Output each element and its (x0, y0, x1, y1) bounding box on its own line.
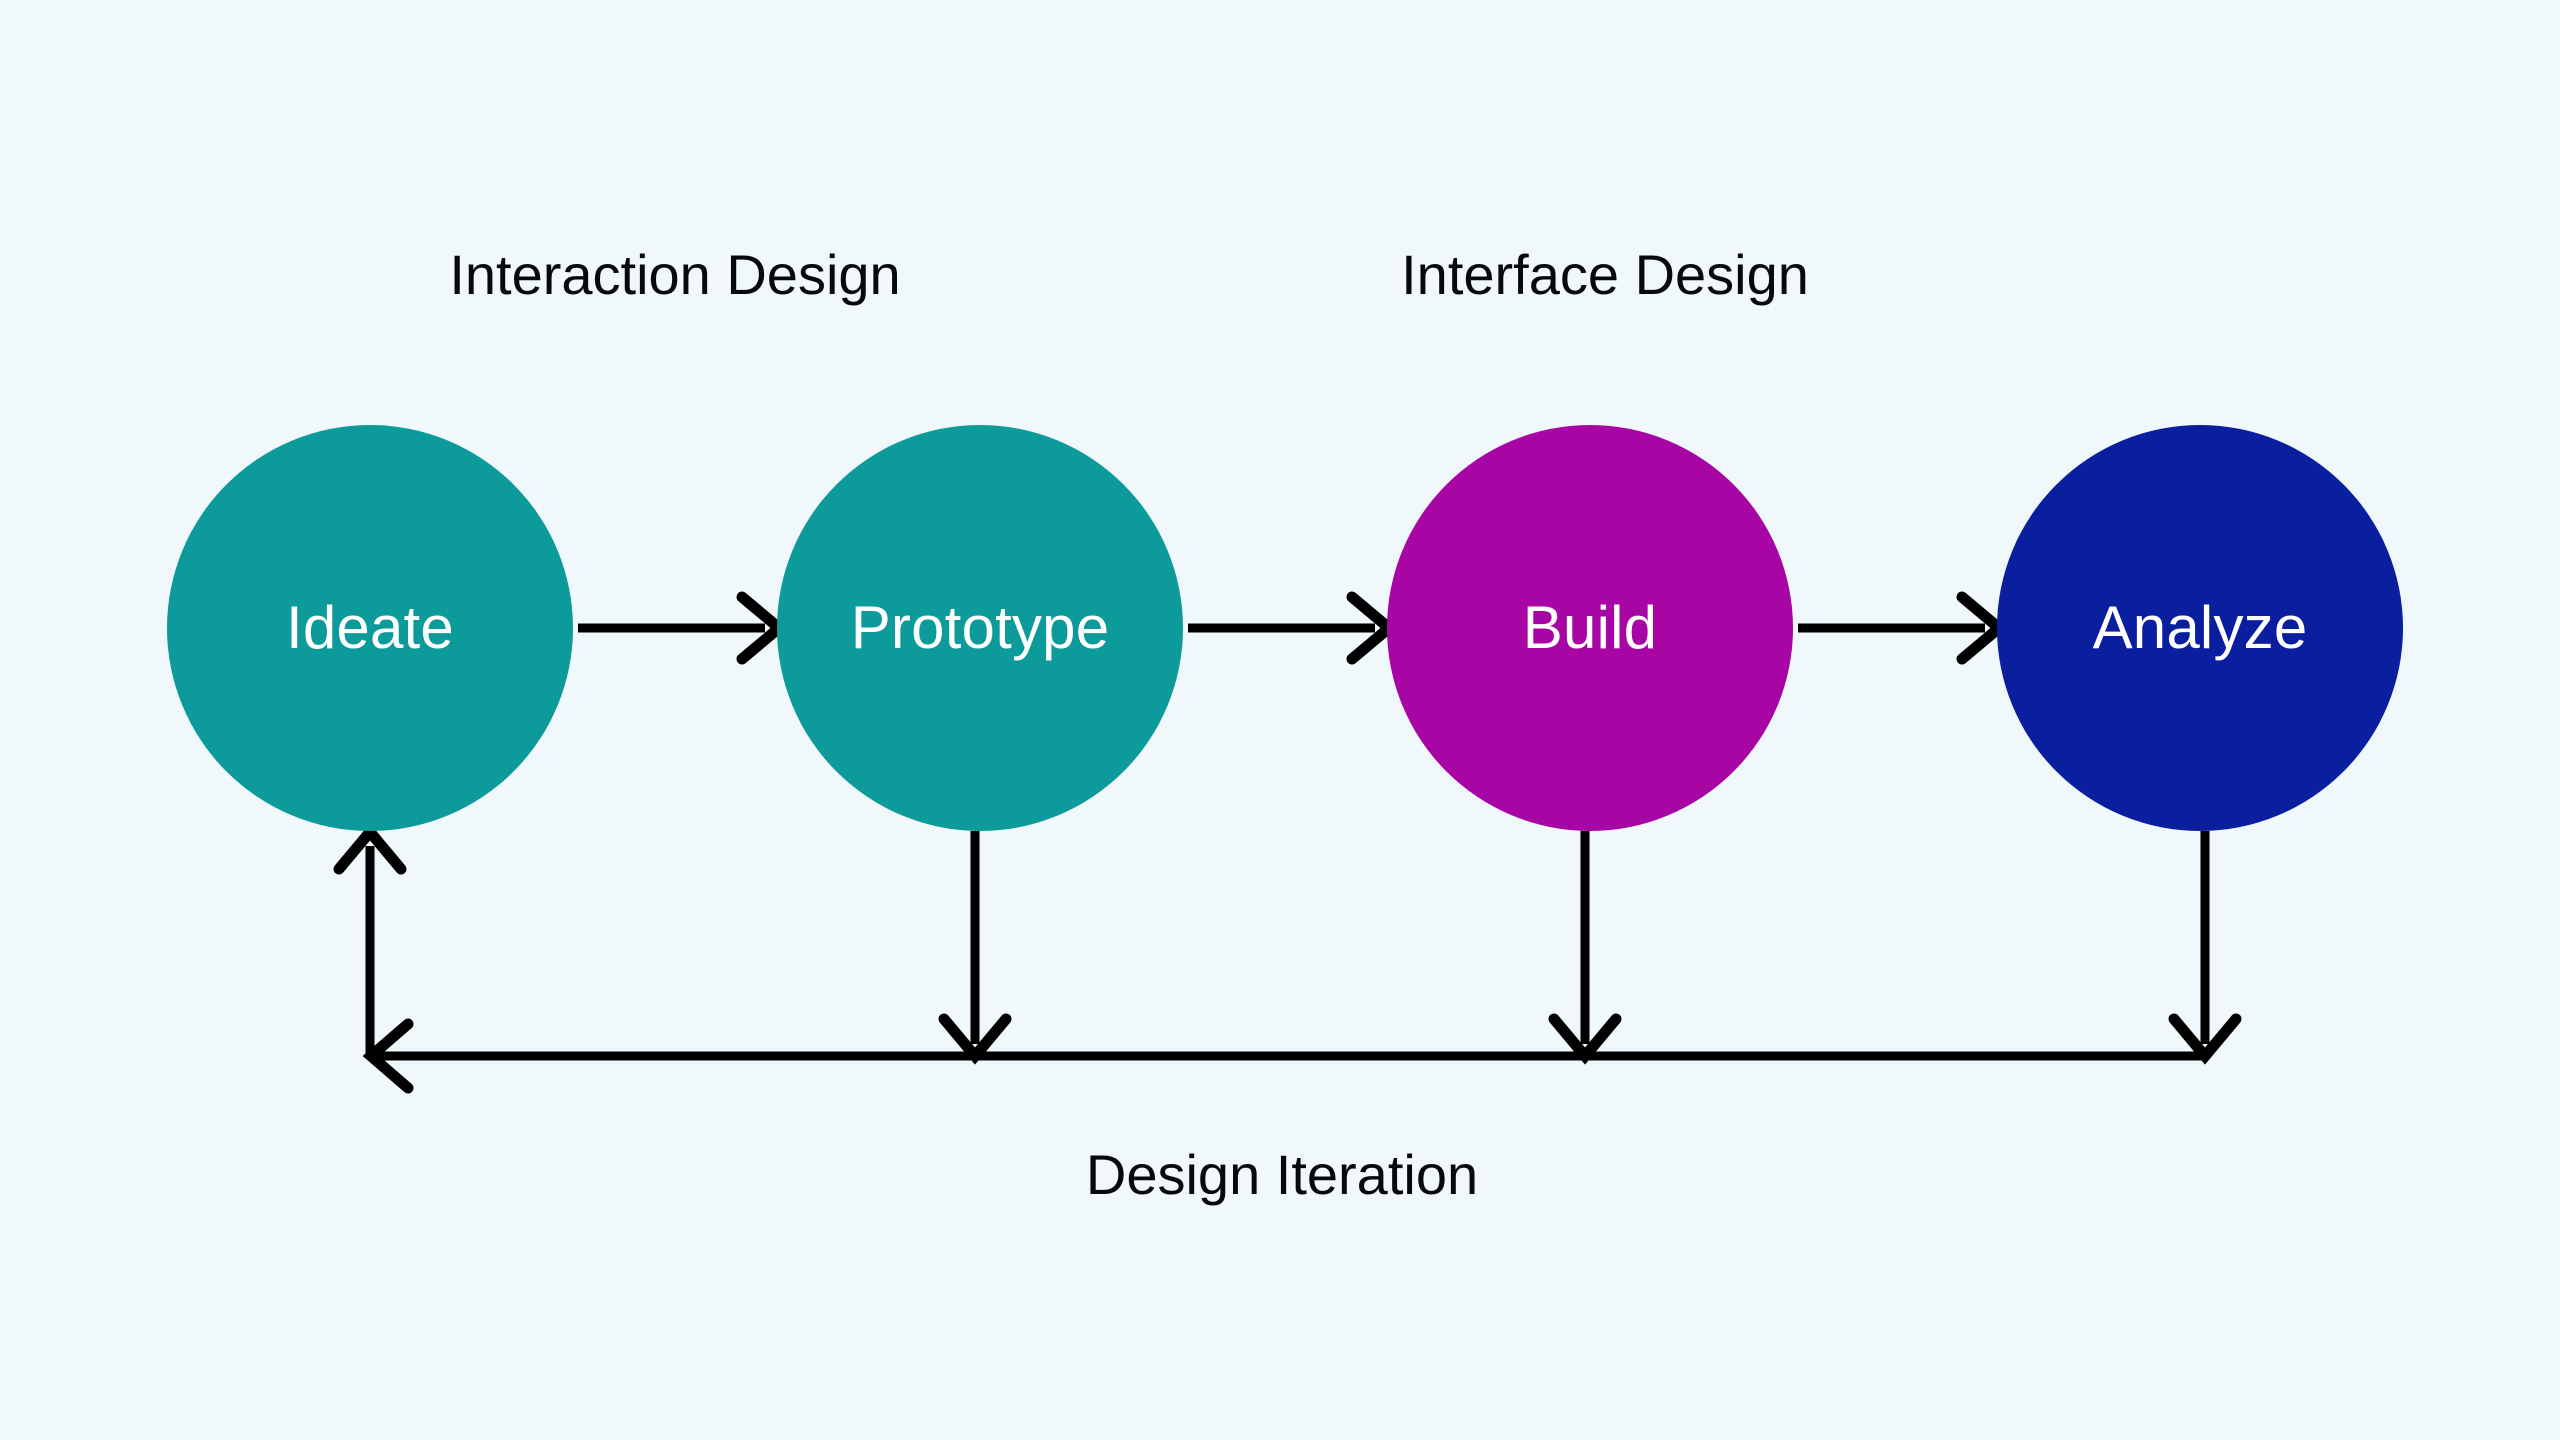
node-label-prototype: Prototype (850, 594, 1110, 661)
group-label-interaction-design: Interaction Design (449, 243, 901, 306)
node-analyze[interactable]: Analyze (1997, 425, 2403, 831)
node-ideate[interactable]: Ideate (167, 425, 573, 831)
node-label-analyze: Analyze (2092, 594, 2308, 661)
arrow-build-to-analyze (1798, 591, 2008, 665)
node-label-build: Build (1522, 594, 1658, 661)
feedback-loop-label-design-iteration: Design Iteration (1085, 1143, 1479, 1206)
arrow-rail-to-ideate (333, 823, 407, 1056)
node-prototype[interactable]: Prototype (777, 425, 1183, 831)
arrow-build-to-rail (1548, 831, 1622, 1065)
arrow-prototype-to-build (1188, 591, 1398, 665)
arrow-ideate-to-prototype (578, 591, 788, 665)
node-label-ideate: Ideate (285, 594, 455, 661)
arrow-prototype-to-rail (938, 831, 1012, 1065)
arrow-analyze-to-rail (2168, 831, 2242, 1065)
group-label-interface-design: Interface Design (1401, 243, 1809, 306)
node-build[interactable]: Build (1387, 425, 1793, 831)
feedback-rail-left-arrowhead (362, 1018, 414, 1094)
